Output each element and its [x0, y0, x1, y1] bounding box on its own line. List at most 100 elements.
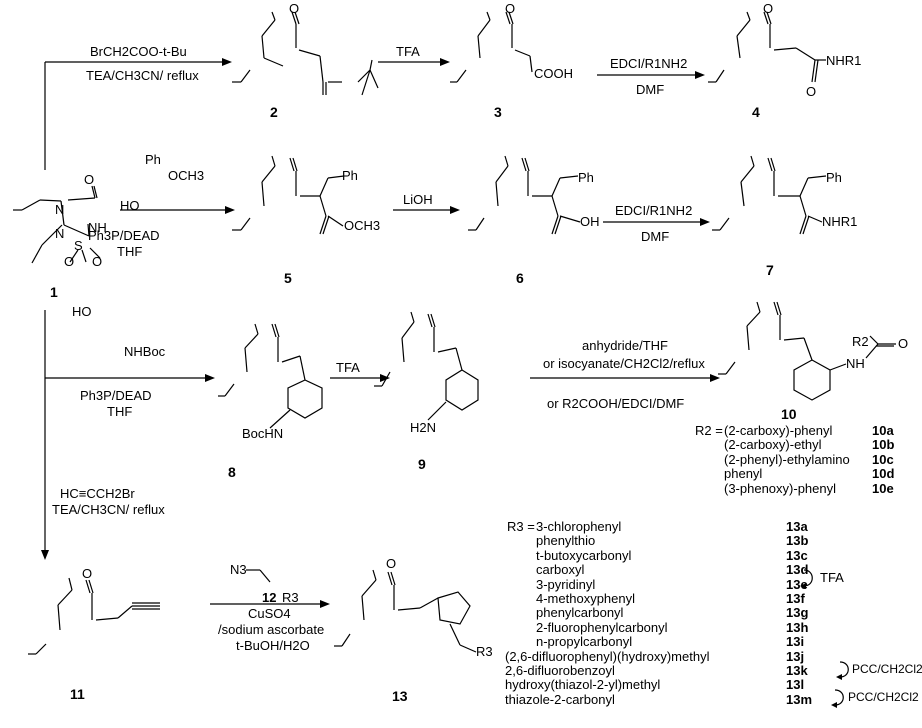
structure-compound-6: [468, 155, 581, 235]
atom-1-O: O: [84, 172, 95, 187]
structure-compound-10: [718, 301, 896, 401]
atom-3-O: O: [505, 1, 516, 16]
structure-compound-11: [28, 577, 160, 655]
reagent-1-5-b: THF: [117, 244, 143, 259]
reagent-11-13-b: /sodium ascorbate: [218, 622, 325, 637]
atom-1-N1: N: [55, 202, 65, 217]
reagent-1-8-a: Ph3P/DEAD: [80, 388, 152, 403]
compound-number-9: 9: [418, 456, 426, 472]
structure-compound-9: [374, 311, 479, 421]
compound-number-4: 4: [752, 104, 760, 120]
atom-6-OH: OH: [580, 214, 600, 229]
structure-azide-12: [246, 569, 271, 583]
structure-compound-1: [13, 185, 101, 264]
reagent-9-10-c: or R2COOH/EDCI/DMF: [547, 396, 685, 411]
reagent-11-13-c: t-BuOH/H2O: [236, 638, 310, 653]
atom-7-Ph: Ph: [826, 170, 842, 185]
atom-1-O2: O: [64, 254, 75, 269]
conversion-reagent-tfa: TFA: [820, 570, 844, 585]
azide-r3: R3: [282, 590, 299, 605]
reagent-9-10-a: anhydride/THF: [582, 338, 668, 353]
reagent-1-2-top: BrCH2COO-t-Bu: [90, 44, 187, 59]
compound-number-5: 5: [284, 270, 292, 286]
atom-9-H2N: H2N: [410, 420, 437, 435]
atom-10-NH: NH: [846, 356, 865, 371]
compound-number-1: 1: [50, 284, 58, 300]
atom-13-O: O: [386, 556, 397, 571]
atom-1-S: S: [74, 238, 83, 253]
azide-label: N3: [230, 562, 247, 577]
r2-substituent-list: R2 =: [695, 423, 723, 438]
reagent-1-11-a: HC≡CCH2Br: [60, 486, 135, 501]
atom-6-Ph: Ph: [578, 170, 594, 185]
atom-reagent-NHBoc: NHBoc: [124, 344, 166, 359]
atom-10-R2: R2: [852, 334, 869, 349]
compound-number-3: 3: [494, 104, 502, 120]
reaction-arrows: [41, 58, 849, 708]
reagent-3-4-bottom: DMF: [636, 82, 665, 97]
atom-reagent-OCH3: OCH3: [168, 168, 205, 183]
atom-2-O: O: [289, 1, 300, 16]
atom-1-O3: O: [92, 254, 103, 269]
compound-number-2: 2: [270, 104, 278, 120]
atom-5-Ph: Ph: [342, 168, 358, 183]
reagent-1-2-bottom: TEA/CH3CN/ reflux: [86, 68, 199, 83]
reagent-8-9: TFA: [336, 360, 360, 375]
reagent-2-3: TFA: [396, 44, 420, 59]
compound-number-11: 11: [70, 686, 85, 702]
atom-4-O: O: [763, 1, 774, 16]
reagent-1-11-b: TEA/CH3CN/ reflux: [52, 502, 165, 517]
atom-3-COOH: COOH: [534, 66, 573, 81]
atom-4-NHR1: NHR1: [826, 53, 862, 68]
reagent-3-4-top: EDCI/R1NH2: [610, 56, 688, 71]
compound-number-8: 8: [228, 464, 236, 480]
reagent-1-5-a: Ph3P/DEAD: [88, 228, 160, 243]
conversion-reagent-pcc-2: PCC/CH2Cl2: [848, 690, 919, 704]
atom-7-NHR1: NHR1: [822, 214, 858, 229]
atom-8-BocHN: BocHN: [242, 426, 284, 441]
structure-compound-13: [334, 569, 477, 653]
azide-number: 12: [262, 590, 277, 605]
reagent-5-6: LiOH: [403, 192, 433, 207]
atom-13-R3: R3: [476, 644, 493, 659]
conversion-reagent-pcc-1: PCC/CH2Cl2: [852, 662, 922, 676]
atom-5-OCH3: OCH3: [344, 218, 381, 233]
reagent-11-13-a: CuSO4: [248, 606, 291, 621]
structure-compound-4: [708, 11, 826, 83]
atom-reagent-HO-2: HO: [72, 304, 92, 319]
r2-header: R2 =: [695, 423, 723, 438]
atom-reagent-Ph: Ph: [145, 152, 161, 167]
structure-compound-3: [450, 11, 533, 83]
structure-compound-8: [218, 323, 323, 429]
atom-10-O: O: [898, 336, 909, 351]
structure-compound-2: [232, 11, 379, 96]
atom-4-O2: O: [806, 84, 817, 99]
atom-1-N2: N: [55, 226, 65, 241]
compound-number-10: 10: [781, 406, 797, 422]
reagent-1-8-b: THF: [107, 404, 133, 419]
compound-number-7: 7: [766, 262, 774, 278]
reagent-6-7-bottom: DMF: [641, 229, 670, 244]
atom-11-O: O: [82, 566, 93, 581]
atom-1-NH: NH: [88, 220, 107, 235]
